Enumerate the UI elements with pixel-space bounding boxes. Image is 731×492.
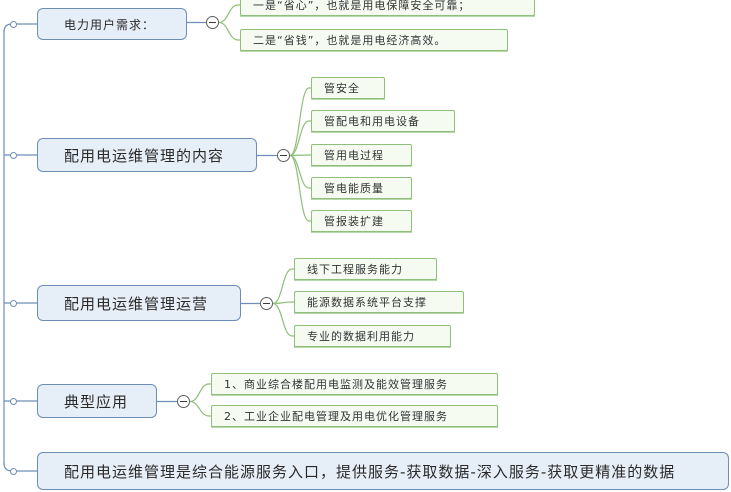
trunk-connector <box>3 462 37 472</box>
leaf-power-quality[interactable]: 管电能质量 <box>311 177 412 199</box>
leaf-connector <box>189 400 211 417</box>
leaf-equipment[interactable]: 管配电和用电设备 <box>311 110 455 132</box>
collapse-toggle-icon[interactable] <box>177 395 190 408</box>
leaf-connector <box>289 154 311 157</box>
collapse-toggle-icon[interactable] <box>260 297 273 310</box>
leaf-worry-free[interactable]: 一是“省心”，也就是用电保障安全可靠； <box>240 0 535 16</box>
leaf-industrial-enterprise[interactable]: 2、工业企业配电管理及用电优化管理服务 <box>211 405 498 427</box>
leaf-money-saving[interactable]: 二是“省钱”，也就是用电经济高效。 <box>240 29 508 51</box>
connector-port <box>10 151 17 159</box>
leaf-field-service[interactable]: 线下工程服务能力 <box>294 258 437 280</box>
leaf-connector <box>218 21 240 41</box>
branch-om-operation[interactable]: 配用电运维管理运营 <box>37 285 241 321</box>
connector-port <box>10 20 17 28</box>
leaf-connector <box>272 268 294 305</box>
leaf-connector <box>289 154 311 222</box>
leaf-connector <box>289 154 311 189</box>
branch-typical-application[interactable]: 典型应用 <box>37 384 157 418</box>
branch-user-demand[interactable]: 电力用户需求： <box>37 8 187 40</box>
connector-port <box>10 397 17 405</box>
connector-port <box>10 467 17 475</box>
collapse-toggle-icon[interactable] <box>206 16 219 29</box>
leaf-safety[interactable]: 管安全 <box>311 77 385 99</box>
collapse-toggle-icon[interactable] <box>277 149 290 162</box>
connector-port <box>10 299 17 307</box>
leaf-connector <box>289 120 311 157</box>
leaf-installation[interactable]: 管报装扩建 <box>311 210 412 232</box>
leaf-commercial-building[interactable]: 1、商业综合楼配用电监测及能效管理服务 <box>211 373 498 395</box>
leaf-data-platform[interactable]: 能源数据系统平台支撑 <box>294 291 464 313</box>
leaf-connector <box>289 87 311 157</box>
branch-service-entry[interactable]: 配用电运维管理是综合能源服务入口，提供服务-获取数据-深入服务-获取更精准的数据 <box>37 452 729 490</box>
branch-om-content[interactable]: 配用电运维管理的内容 <box>37 138 257 172</box>
leaf-data-utilization[interactable]: 专业的数据利用能力 <box>294 325 451 347</box>
leaf-usage-process[interactable]: 管用电过程 <box>311 144 412 166</box>
leaf-connector <box>189 383 211 403</box>
trunk-connector <box>3 23 37 33</box>
leaf-connector <box>272 301 294 305</box>
leaf-connector <box>272 302 294 337</box>
leaf-connector <box>218 4 240 24</box>
